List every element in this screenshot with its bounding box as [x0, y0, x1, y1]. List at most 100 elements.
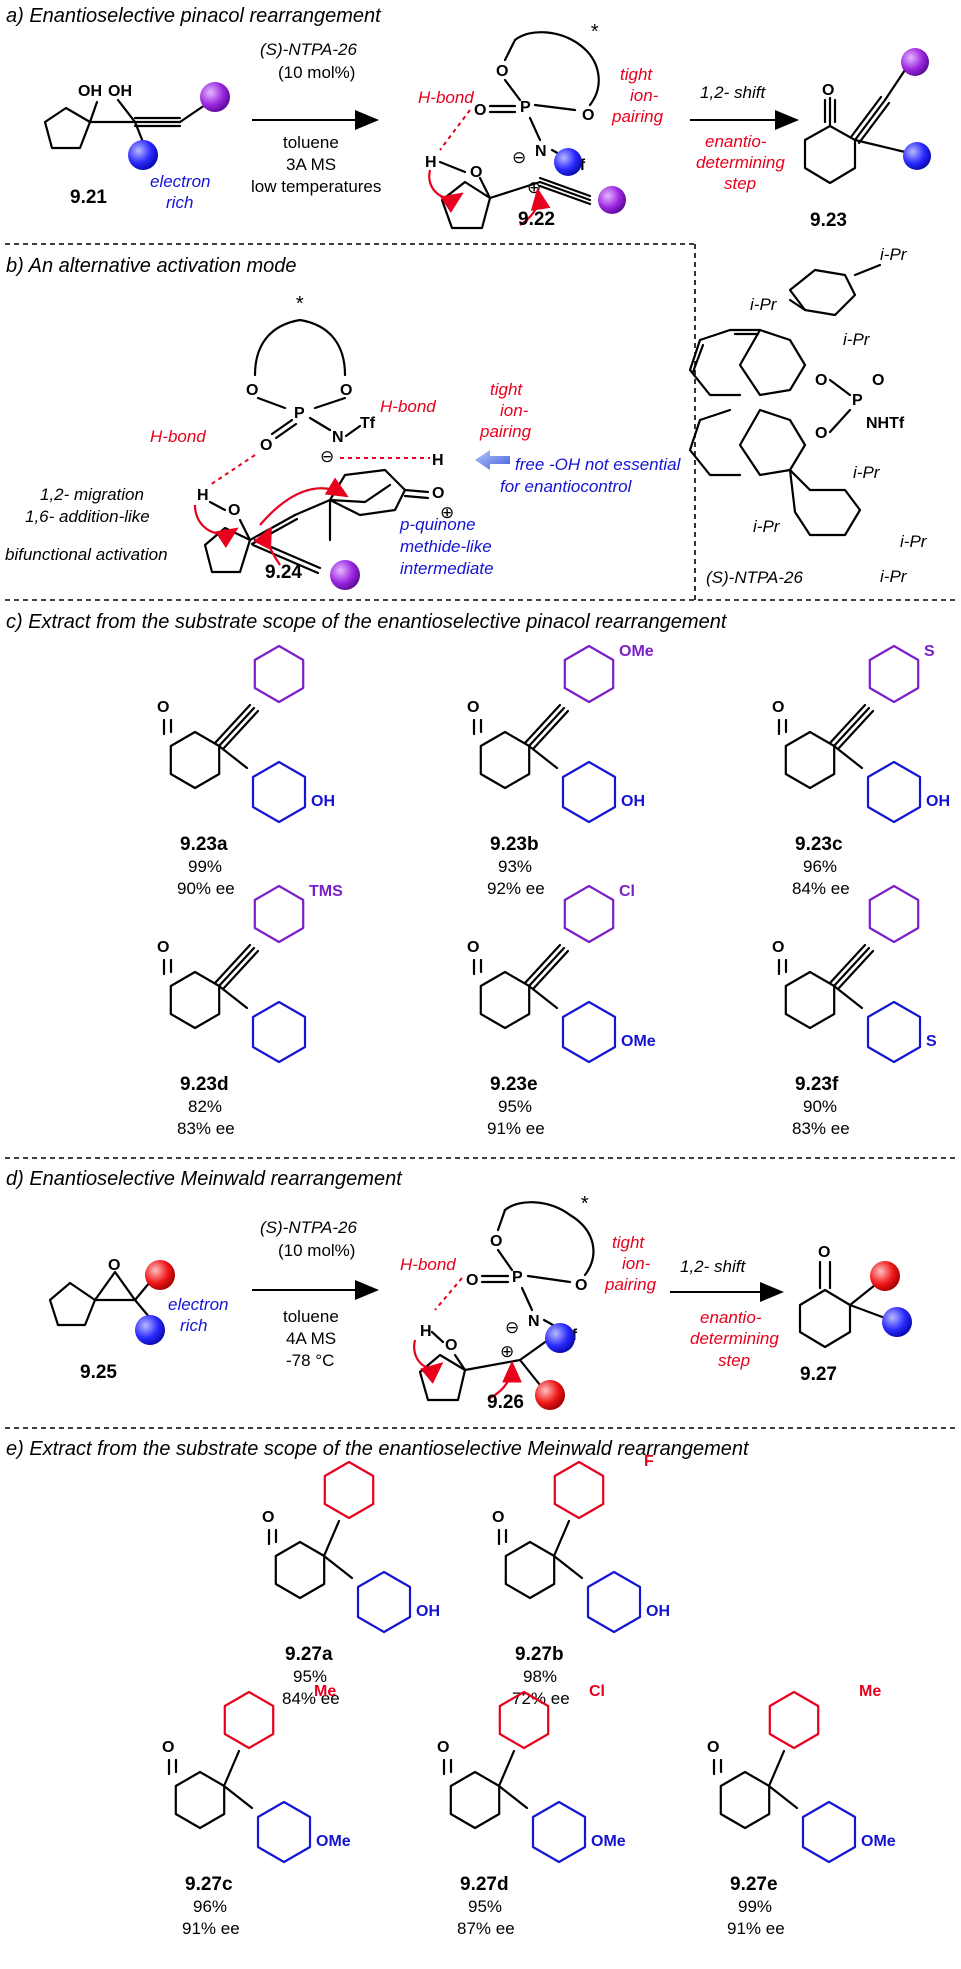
yield-value: 96% — [193, 1897, 227, 1916]
atom-o: O — [772, 699, 784, 716]
blue-sphere-icon — [135, 1315, 165, 1345]
cond-toluene: toluene — [283, 1307, 339, 1326]
ipr-label: i-Pr — [843, 330, 871, 349]
shift-label: 1,2- shift — [700, 83, 766, 102]
ipr-label: i-Pr — [750, 295, 778, 314]
section-b: b) An alternative activation mode * O O … — [5, 245, 928, 590]
atom-o: O — [108, 1257, 120, 1274]
arrow-d-2: 1,2- shift enantio- determining step — [670, 1257, 784, 1370]
determining-label: determining — [696, 153, 785, 172]
arrow-a-1: (S)-NTPA-26 (10 mol%) toluene 3A MS low … — [251, 40, 381, 196]
ee-value: 87% ee — [457, 1919, 515, 1938]
substituent-1: F — [644, 1453, 654, 1470]
compound-id: 9.23b — [490, 834, 539, 855]
ee-value: 91% ee — [182, 1919, 240, 1938]
free-oh-arrow-icon — [475, 450, 510, 470]
ipr-label: i-Pr — [753, 517, 781, 536]
structure-9-25: O electron rich 9.25 — [48, 1257, 228, 1383]
plus-charge: ⊕ — [500, 1342, 514, 1361]
section-e: e) Extract from the substrate scope of t… — [6, 1438, 896, 1938]
atom-o: O — [157, 939, 169, 956]
compound-id: 9.27a — [285, 1644, 333, 1665]
chiral-star: * — [295, 293, 304, 315]
minus-charge: ⊖ — [512, 148, 526, 167]
ion-label: ion- — [622, 1254, 651, 1273]
atom-o: O — [707, 1739, 719, 1756]
nhtf-label: NHTf — [866, 415, 905, 432]
substituent-2: OMe — [861, 1833, 896, 1850]
compound-id: 9.27d — [460, 1874, 509, 1895]
purple-sphere-icon — [901, 48, 929, 76]
pq-label-1: p-quinone — [399, 515, 476, 534]
compound-id-9-23: 9.23 — [810, 210, 847, 231]
substituent-1: Cl — [619, 883, 635, 900]
hbond-label-2: H-bond — [380, 397, 436, 416]
substituent-1: S — [924, 643, 935, 660]
substituent-1: TMS — [309, 883, 343, 900]
tight-label: tight — [612, 1233, 645, 1252]
atom-o: O — [445, 1337, 457, 1354]
yield-value: 82% — [188, 1097, 222, 1116]
compound-id: 9.23e — [490, 1074, 538, 1095]
atom-n: N — [528, 1313, 540, 1330]
compound-id: 9.23a — [180, 834, 228, 855]
rich-label: rich — [166, 193, 193, 212]
cond-ms: 3A MS — [286, 155, 336, 174]
yield-value: 95% — [293, 1667, 327, 1686]
pairing-label: pairing — [604, 1275, 657, 1294]
minus-charge: ⊖ — [320, 447, 334, 466]
step-label: step — [718, 1351, 750, 1370]
atom-o: O — [815, 372, 827, 389]
substituent-2: OMe — [591, 1833, 626, 1850]
compound-id-9-24: 9.24 — [265, 562, 302, 583]
determining-label: determining — [690, 1329, 779, 1348]
purple-sphere-icon — [598, 186, 626, 214]
structure-9-26: * O O P O N Tf ⊖ H-bond H O ⊕ — [400, 1193, 657, 1413]
atom-o: O — [470, 164, 482, 181]
ee-value: 84% ee — [282, 1689, 340, 1708]
yield-value: 95% — [468, 1897, 502, 1916]
ipr-label: i-Pr — [880, 245, 908, 264]
structure-9-23: O 9.23 — [803, 48, 931, 231]
section-e-title: e) Extract from the substrate scope of t… — [6, 1438, 750, 1460]
atom-o: O — [818, 1244, 830, 1261]
section-b-title: b) An alternative activation mode — [6, 255, 297, 277]
tight-label: tight — [490, 380, 523, 399]
loading-label: (10 mol%) — [278, 1241, 355, 1260]
ipr-label: i-Pr — [880, 567, 908, 586]
atom-o: O — [474, 102, 486, 119]
structure-9-22: O O P O N Tf ⊖ * H-bond H O ⊕ — [418, 21, 664, 230]
cond-temp: -78 °C — [286, 1351, 334, 1370]
atom-o: O — [157, 699, 169, 716]
compound-id-9-21: 9.21 — [70, 187, 107, 208]
migration-label-1: 1,2- migration — [40, 485, 144, 504]
atom-o: O — [575, 1277, 587, 1294]
section-d-title: d) Enantioselective Meinwald rearrangeme… — [6, 1168, 403, 1190]
compound-id: 9.27e — [730, 1874, 778, 1895]
substituent-2: OMe — [316, 1833, 351, 1850]
atom-o: O — [437, 1739, 449, 1756]
substituent-2: OH — [926, 793, 950, 810]
ee-value: 90% ee — [177, 879, 235, 898]
atom-o: O — [340, 382, 352, 399]
substituent-2: OH — [311, 793, 335, 810]
arrow-d-1: (S)-NTPA-26 (10 mol%) toluene 4A MS -78 … — [252, 1218, 379, 1370]
arrow-a-2: 1,2- shift enantio- determining step — [690, 83, 799, 193]
ee-value: 72% ee — [512, 1689, 570, 1708]
atom-o: O — [772, 939, 784, 956]
atom-o: O — [822, 82, 834, 99]
step-label: step — [724, 174, 756, 193]
cond-ms: 4A MS — [286, 1329, 336, 1348]
electron-label: electron — [150, 172, 210, 191]
compound-id-9-25: 9.25 — [80, 1362, 117, 1383]
atom-o: O — [582, 107, 594, 124]
electron-label: electron — [168, 1295, 228, 1314]
